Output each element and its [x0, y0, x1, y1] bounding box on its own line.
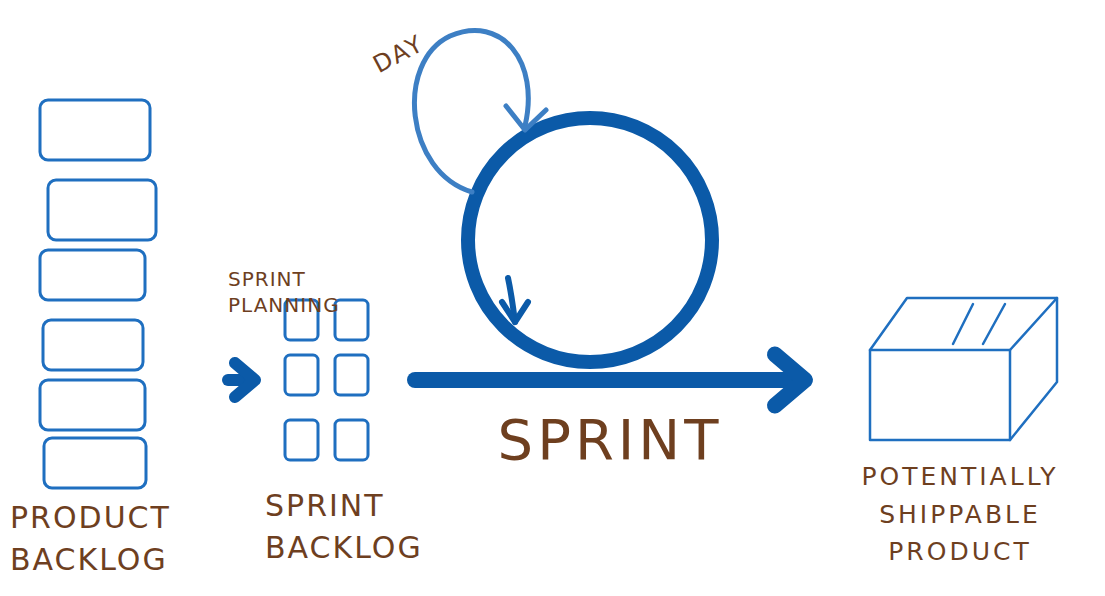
- sprint-cycle: [468, 118, 712, 362]
- backlog-item: [48, 180, 156, 240]
- arrow-head: [235, 363, 255, 397]
- sprint-item: [335, 420, 368, 460]
- artifact-label: POTENTIALLY SHIPPABLE PRODUCT: [825, 458, 1095, 571]
- cycle-label: DAY: [369, 29, 429, 79]
- backlog-item: [44, 438, 146, 488]
- artifact-node: SPRINT BACKLOG: [265, 290, 455, 569]
- product-box-face: [953, 304, 973, 344]
- backlog-item: [40, 250, 145, 300]
- artifact-shape: [10, 95, 220, 495]
- arrow-shaft: [415, 372, 803, 388]
- flow-arrow: [415, 355, 805, 406]
- artifact-label: PRODUCT BACKLOG: [10, 497, 220, 581]
- sprint-item: [335, 300, 368, 340]
- cycle-arrow-head: [502, 302, 528, 322]
- sprint-item: [285, 355, 318, 395]
- sprint-item: [285, 420, 318, 460]
- backlog-item: [40, 380, 145, 430]
- artifact-label: SPRINT BACKLOG: [265, 485, 455, 569]
- artifact-node: POTENTIALLY SHIPPABLE PRODUCT: [825, 290, 1095, 571]
- backlog-item: [43, 320, 143, 370]
- product-box-face: [1010, 298, 1057, 440]
- flow-arrow: [228, 363, 255, 397]
- product-box-face: [870, 350, 1010, 440]
- edge-label: SPRINT: [450, 404, 770, 477]
- backlog-item: [40, 100, 150, 160]
- arrow-head: [775, 355, 805, 406]
- day-loop-head: [506, 106, 546, 130]
- sprint-item: [335, 355, 368, 395]
- artifact-shape: [825, 290, 1095, 450]
- artifact-node: PRODUCT BACKLOG: [10, 95, 220, 581]
- edge-label: SPRINT PLANNING: [228, 266, 360, 318]
- product-box-face: [870, 298, 1057, 350]
- product-box-face: [983, 304, 1005, 344]
